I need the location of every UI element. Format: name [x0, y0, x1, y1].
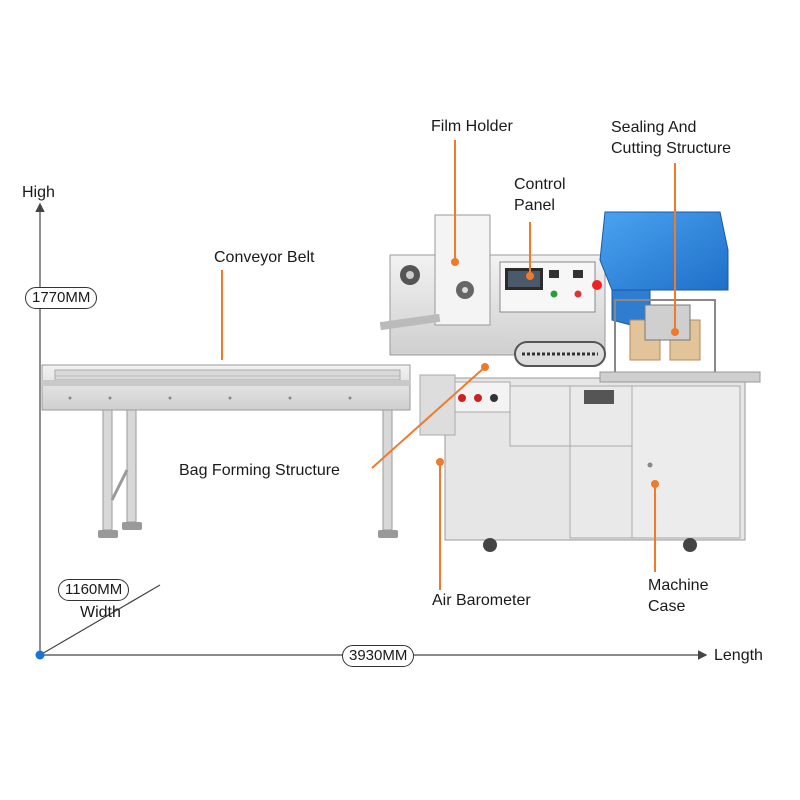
width-axis	[39, 584, 161, 656]
machine-body	[379, 214, 746, 552]
machine-case-label-line2: Case	[648, 598, 686, 615]
width-dimension: 1160MM	[58, 579, 130, 601]
bag-forming-label: Bag Forming Structure	[179, 462, 340, 479]
air-barometer-label: Air Barometer	[432, 592, 531, 609]
control-panel-label-line1: Control	[514, 176, 566, 193]
machine-case-label-line1: Machine	[648, 577, 709, 594]
high-dimension: 1770MM	[25, 287, 98, 309]
conveyor-belt-section	[41, 364, 411, 538]
control-panel-label-line2: Panel	[514, 197, 555, 214]
width-label: Width	[80, 604, 121, 621]
sealing-cutting-section	[599, 211, 761, 383]
origin-dot	[35, 650, 45, 660]
conveyor-belt-label: Conveyor Belt	[214, 249, 315, 266]
callout-dots	[436, 258, 679, 488]
length-label: Length	[714, 647, 763, 664]
length-dimension: 3930MM	[342, 645, 415, 667]
sealing-label-line1: Sealing And	[611, 119, 697, 136]
bag-forming-line	[371, 366, 486, 469]
film-holder-label: Film Holder	[431, 118, 513, 135]
high-label: High	[22, 184, 55, 201]
sealing-label-line2: Cutting Structure	[611, 140, 732, 157]
callout-lines	[221, 140, 676, 590]
